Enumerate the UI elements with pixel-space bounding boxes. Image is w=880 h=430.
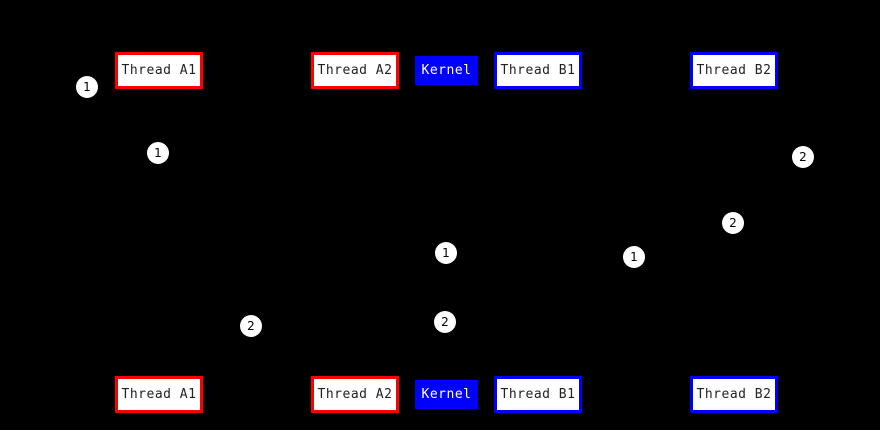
step-badge-1: 1 — [147, 142, 169, 164]
step-badge-2: 2 — [792, 146, 814, 168]
participant-thread-b1-top[interactable]: Thread B1 — [494, 52, 582, 89]
participant-label: Kernel — [421, 63, 472, 78]
lifeline-thread-a1 — [159, 89, 160, 376]
participant-thread-b2-top[interactable]: Thread B2 — [690, 52, 778, 89]
step-badge-2: 2 — [240, 315, 262, 337]
participant-thread-a1-bottom[interactable]: Thread A1 — [115, 376, 203, 413]
participant-thread-b1-bottom[interactable]: Thread B1 — [494, 376, 582, 413]
lifeline-thread-a2 — [355, 89, 356, 376]
participant-thread-a2-top[interactable]: Thread A2 — [311, 52, 399, 89]
participant-thread-b2-bottom[interactable]: Thread B2 — [690, 376, 778, 413]
step-badge-2: 2 — [722, 212, 744, 234]
participant-label: Thread A1 — [121, 63, 197, 78]
step-badge-1: 1 — [76, 76, 98, 98]
participant-label: Thread B1 — [500, 63, 576, 78]
step-badge-2: 2 — [434, 311, 456, 333]
participant-kernel-bottom[interactable]: Kernel — [415, 380, 478, 409]
participant-label: Thread B2 — [696, 63, 772, 78]
participant-label: Thread A1 — [121, 387, 197, 402]
participant-label: Kernel — [421, 387, 472, 402]
participant-label: Thread B2 — [696, 387, 772, 402]
lifeline-thread-b1 — [538, 89, 539, 376]
step-badge-1: 1 — [623, 246, 645, 268]
participant-label: Thread A2 — [317, 63, 393, 78]
step-badge-1: 1 — [435, 242, 457, 264]
participant-kernel-top[interactable]: Kernel — [415, 56, 478, 85]
participant-label: Thread A2 — [317, 387, 393, 402]
participant-thread-a1-top[interactable]: Thread A1 — [115, 52, 203, 89]
participant-label: Thread B1 — [500, 387, 576, 402]
lifeline-kernel — [446, 85, 447, 380]
participant-thread-a2-bottom[interactable]: Thread A2 — [311, 376, 399, 413]
